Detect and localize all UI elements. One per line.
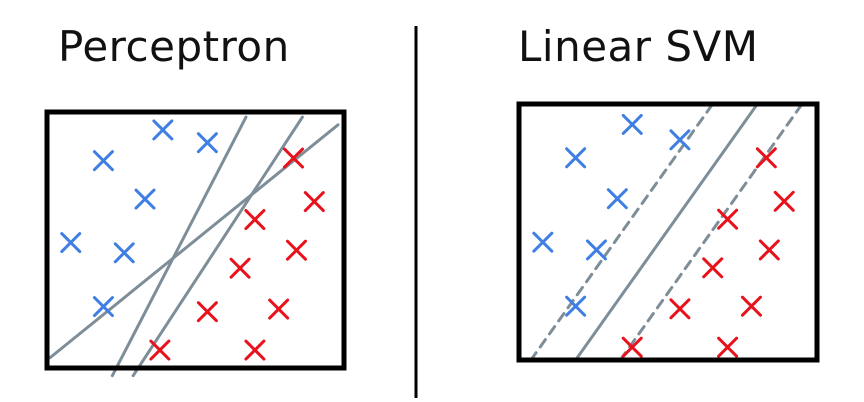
class-a-cross (152, 119, 174, 141)
linear-svm-title: Linear SVM (518, 22, 759, 71)
class-a-cross (565, 147, 587, 169)
class-b-cross (244, 209, 266, 231)
class-b-cross (669, 298, 691, 320)
class-a-cross (134, 188, 156, 210)
class-b-cross (283, 147, 305, 169)
class-b-cross (758, 239, 780, 261)
class-b-cross (285, 239, 307, 261)
class-b-cross (196, 301, 218, 323)
class-b-cross (229, 257, 251, 279)
svm-boundaries (529, 102, 804, 362)
svm-margin-line (529, 102, 715, 362)
class-a-cross (92, 150, 114, 172)
perceptron-boundary-line (131, 115, 304, 378)
class-a-cross (621, 113, 643, 135)
perceptron-boundary-line (110, 115, 248, 378)
class-a-cross (196, 132, 218, 154)
class-a-cross (565, 295, 587, 317)
class-a-cross (532, 231, 554, 253)
perceptron-points (60, 119, 325, 361)
class-b-cross (268, 298, 290, 320)
class-a-cross (669, 129, 691, 151)
svm-decision-boundary (574, 102, 759, 362)
svm-panel (516, 101, 820, 363)
perceptron-frame (44, 109, 347, 371)
perceptron-title: Perceptron (58, 22, 290, 71)
svm-margin-line (618, 102, 804, 362)
class-a-cross (92, 296, 114, 318)
svm-points (532, 113, 795, 358)
svm-frame (516, 101, 820, 363)
perceptron-panel (44, 109, 347, 378)
class-a-cross (113, 242, 135, 264)
class-b-cross (717, 208, 739, 230)
class-b-cross (244, 339, 266, 361)
class-b-cross (149, 339, 171, 361)
class-b-cross (303, 191, 325, 213)
class-b-cross (702, 257, 724, 279)
class-b-cross (773, 190, 795, 212)
class-a-cross (585, 239, 607, 261)
class-a-cross (60, 232, 82, 254)
class-b-cross (717, 336, 739, 358)
class-a-cross (606, 188, 628, 210)
class-b-cross (755, 147, 777, 169)
class-b-cross (621, 336, 643, 358)
class-b-cross (740, 295, 762, 317)
